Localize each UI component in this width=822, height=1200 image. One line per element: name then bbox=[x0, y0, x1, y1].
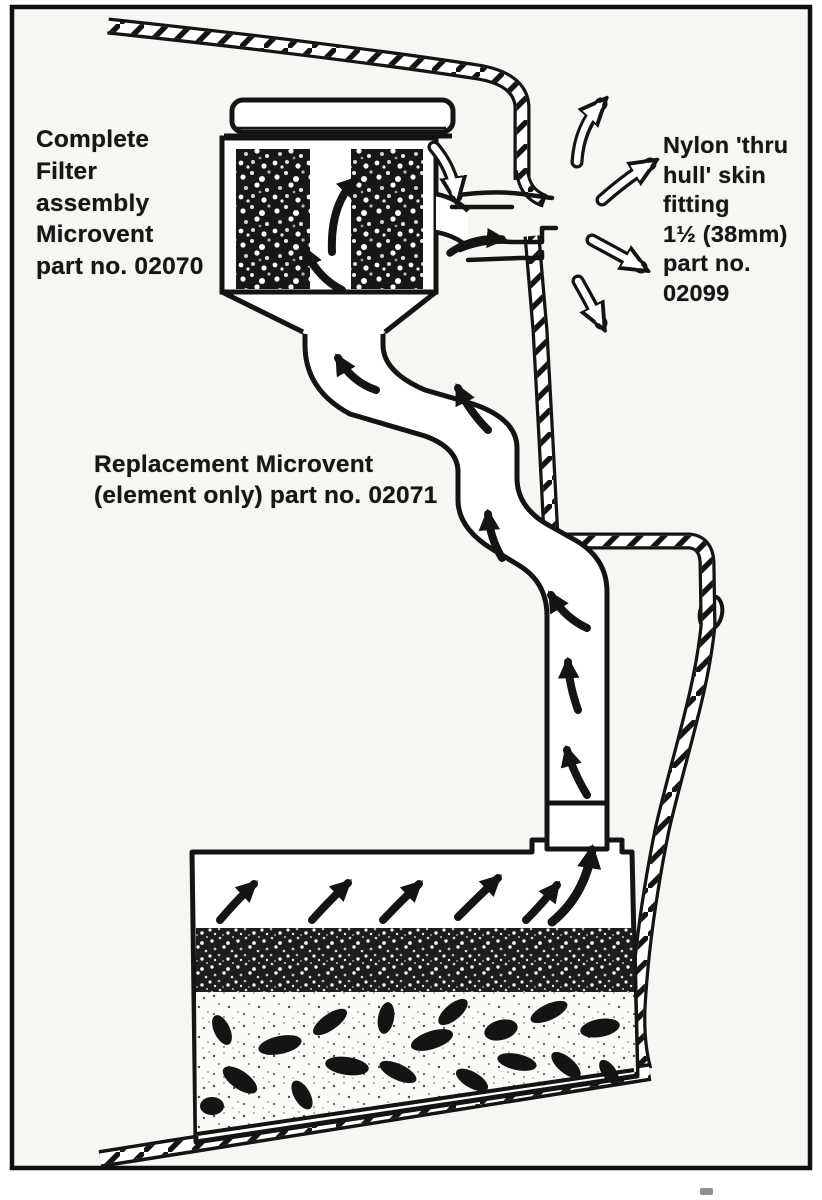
filter-element-left bbox=[236, 149, 310, 289]
air-out-arrow bbox=[570, 104, 601, 169]
tank-filter-media-band bbox=[196, 928, 634, 992]
vent-pipe bbox=[302, 323, 610, 852]
filter-cap bbox=[229, 97, 456, 135]
flow-arrow bbox=[547, 590, 591, 632]
flow-arrow bbox=[446, 227, 508, 257]
hull-side-band bbox=[523, 235, 560, 538]
flow-arrows bbox=[216, 176, 602, 927]
flow-arrow bbox=[334, 353, 380, 394]
air-out-arrows bbox=[427, 104, 650, 323]
label-replacement-element: Replacement Microvent (element only) par… bbox=[94, 451, 438, 509]
flow-arrow bbox=[454, 383, 492, 434]
flow-arrow bbox=[308, 879, 352, 924]
filter-funnel bbox=[222, 290, 436, 334]
air-out-arrow bbox=[595, 164, 650, 207]
air-out-arrow bbox=[571, 274, 608, 323]
label-complete-filter-assembly: Complete Filter assembly Microvent part … bbox=[36, 126, 204, 281]
flow-arrow bbox=[379, 880, 423, 924]
flow-arrow bbox=[327, 176, 359, 256]
label-skin-fitting: Nylon 'thru hull' skin fitting 1½ (38mm)… bbox=[663, 132, 789, 306]
scan-smudge bbox=[700, 1188, 713, 1195]
flow-arrow bbox=[557, 656, 582, 714]
flow-arrow bbox=[301, 245, 346, 294]
filter-assembly bbox=[219, 97, 470, 335]
air-out-arrow bbox=[585, 233, 641, 274]
flow-arrow bbox=[522, 880, 561, 924]
deck-band bbox=[107, 17, 548, 208]
flow-arrow bbox=[547, 843, 602, 927]
tank-bottom-inner-line bbox=[196, 1068, 635, 1136]
air-out-arrow bbox=[427, 140, 456, 196]
flow-arrow bbox=[560, 744, 591, 799]
flow-arrow bbox=[216, 880, 258, 924]
flow-arrow bbox=[478, 508, 506, 562]
filter-element-right bbox=[351, 149, 423, 289]
flow-arrow bbox=[454, 874, 502, 921]
